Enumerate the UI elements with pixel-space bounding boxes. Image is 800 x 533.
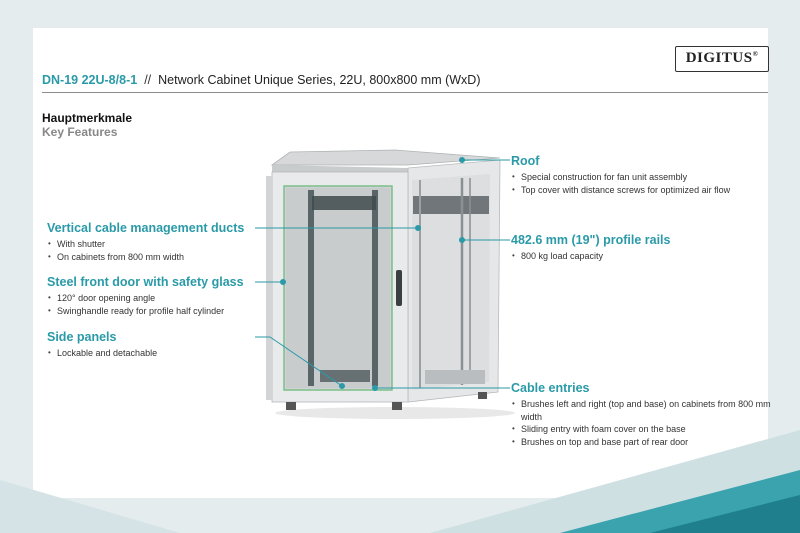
feature-profile-rails: 482.6 mm (19") profile rails 800 kg load… [511, 233, 670, 263]
feature-cable-ducts: Vertical cable management ducts With shu… [47, 221, 244, 263]
feature-roof-bullet: Special construction for fan unit assemb… [511, 171, 730, 184]
feature-side-panels-bullet: Lockable and detachable [47, 347, 157, 360]
model-number: DN-19 22U-8/8-1 [42, 73, 138, 87]
feature-cable-ducts-bullet: With shutter [47, 238, 244, 251]
feature-profile-rails-title: 482.6 mm (19") profile rails [511, 233, 671, 247]
product-title: DN-19 22U-8/8-1 // Network Cabinet Unique … [42, 73, 481, 87]
section-title-de: Hauptmerkmale [42, 111, 133, 125]
feature-cable-ducts-bullet: On cabinets from 800 mm width [47, 251, 244, 264]
feature-roof-title: Roof [511, 154, 540, 168]
product-description: Network Cabinet Unique Series, 22U, 800x… [158, 73, 481, 87]
digitus-logo: DIGITUS® [675, 46, 769, 72]
feature-side-panels-title: Side panels [47, 330, 117, 344]
header-divider [42, 92, 768, 93]
feature-cable-entries-bullet: Brushes on top and base part of rear doo… [511, 436, 771, 449]
feature-side-panels: Side panels Lockable and detachable [47, 330, 157, 360]
feature-front-door-title: Steel front door with safety glass [47, 275, 244, 289]
feature-profile-rails-bullet: 800 kg load capacity [511, 250, 670, 263]
title-separator: // [144, 73, 152, 87]
feature-front-door-bullet: Swinghandle ready for profile half cylin… [47, 305, 244, 318]
feature-cable-entries: Cable entries Brushes left and right (to… [511, 381, 771, 448]
feature-front-door: Steel front door with safety glass 120° … [47, 275, 244, 317]
feature-roof: Roof Special construction for fan unit a… [511, 154, 730, 196]
feature-front-door-bullet: 120° door opening angle [47, 292, 244, 305]
feature-cable-entries-title: Cable entries [511, 381, 590, 395]
feature-roof-bullet: Top cover with distance screws for optim… [511, 184, 730, 197]
section-title-en: Key Features [42, 125, 118, 139]
feature-cable-entries-bullet: Brushes left and right (top and base) on… [511, 398, 771, 423]
feature-cable-ducts-title: Vertical cable management ducts [47, 221, 245, 235]
feature-cable-entries-bullet: Sliding entry with foam cover on the bas… [511, 423, 771, 436]
